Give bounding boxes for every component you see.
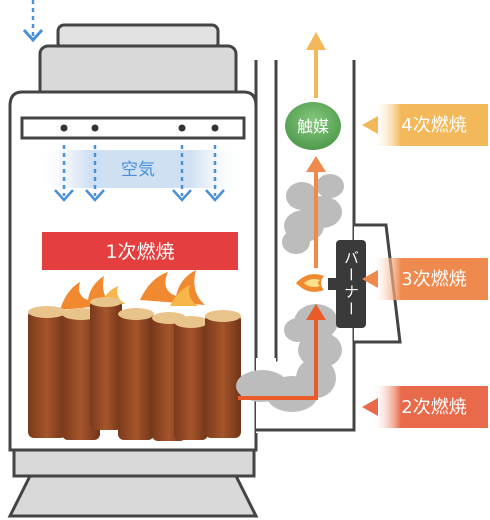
stove-top-cap — [38, 23, 238, 106]
quaternary-flow-arrow — [306, 32, 326, 98]
stove-base — [7, 448, 259, 518]
tertiary-flow-arrow — [306, 156, 326, 268]
tag-tertiary: 3次燃焼 — [362, 258, 488, 300]
catalyst-label: 触媒 — [297, 117, 329, 136]
logs — [28, 297, 241, 441]
secondary-label: 2次燃焼 — [401, 397, 466, 418]
catalyst — [285, 102, 341, 150]
smoke — [236, 174, 344, 412]
primary-label: 1次燃焼 — [105, 241, 174, 263]
burner-block — [336, 240, 366, 328]
air-holes — [60, 124, 219, 132]
tag-secondary: 2次燃焼 — [362, 386, 488, 428]
secondary-flow-arrow — [238, 304, 326, 400]
air-label: 空気 — [121, 160, 155, 180]
flue — [254, 60, 278, 362]
burner-nozzle — [328, 278, 338, 290]
air-arrows — [54, 145, 225, 202]
burner-label: バーナー — [342, 250, 360, 318]
air-intake-arrow — [22, 0, 44, 43]
tag-quaternary: 4次燃焼 — [362, 104, 488, 146]
burner-flame — [296, 274, 324, 292]
quaternary-label: 4次燃焼 — [401, 115, 466, 136]
air-plate — [20, 116, 246, 140]
air-band — [40, 150, 240, 188]
primary-banner — [42, 232, 238, 270]
tertiary-label: 3次燃焼 — [401, 269, 466, 290]
